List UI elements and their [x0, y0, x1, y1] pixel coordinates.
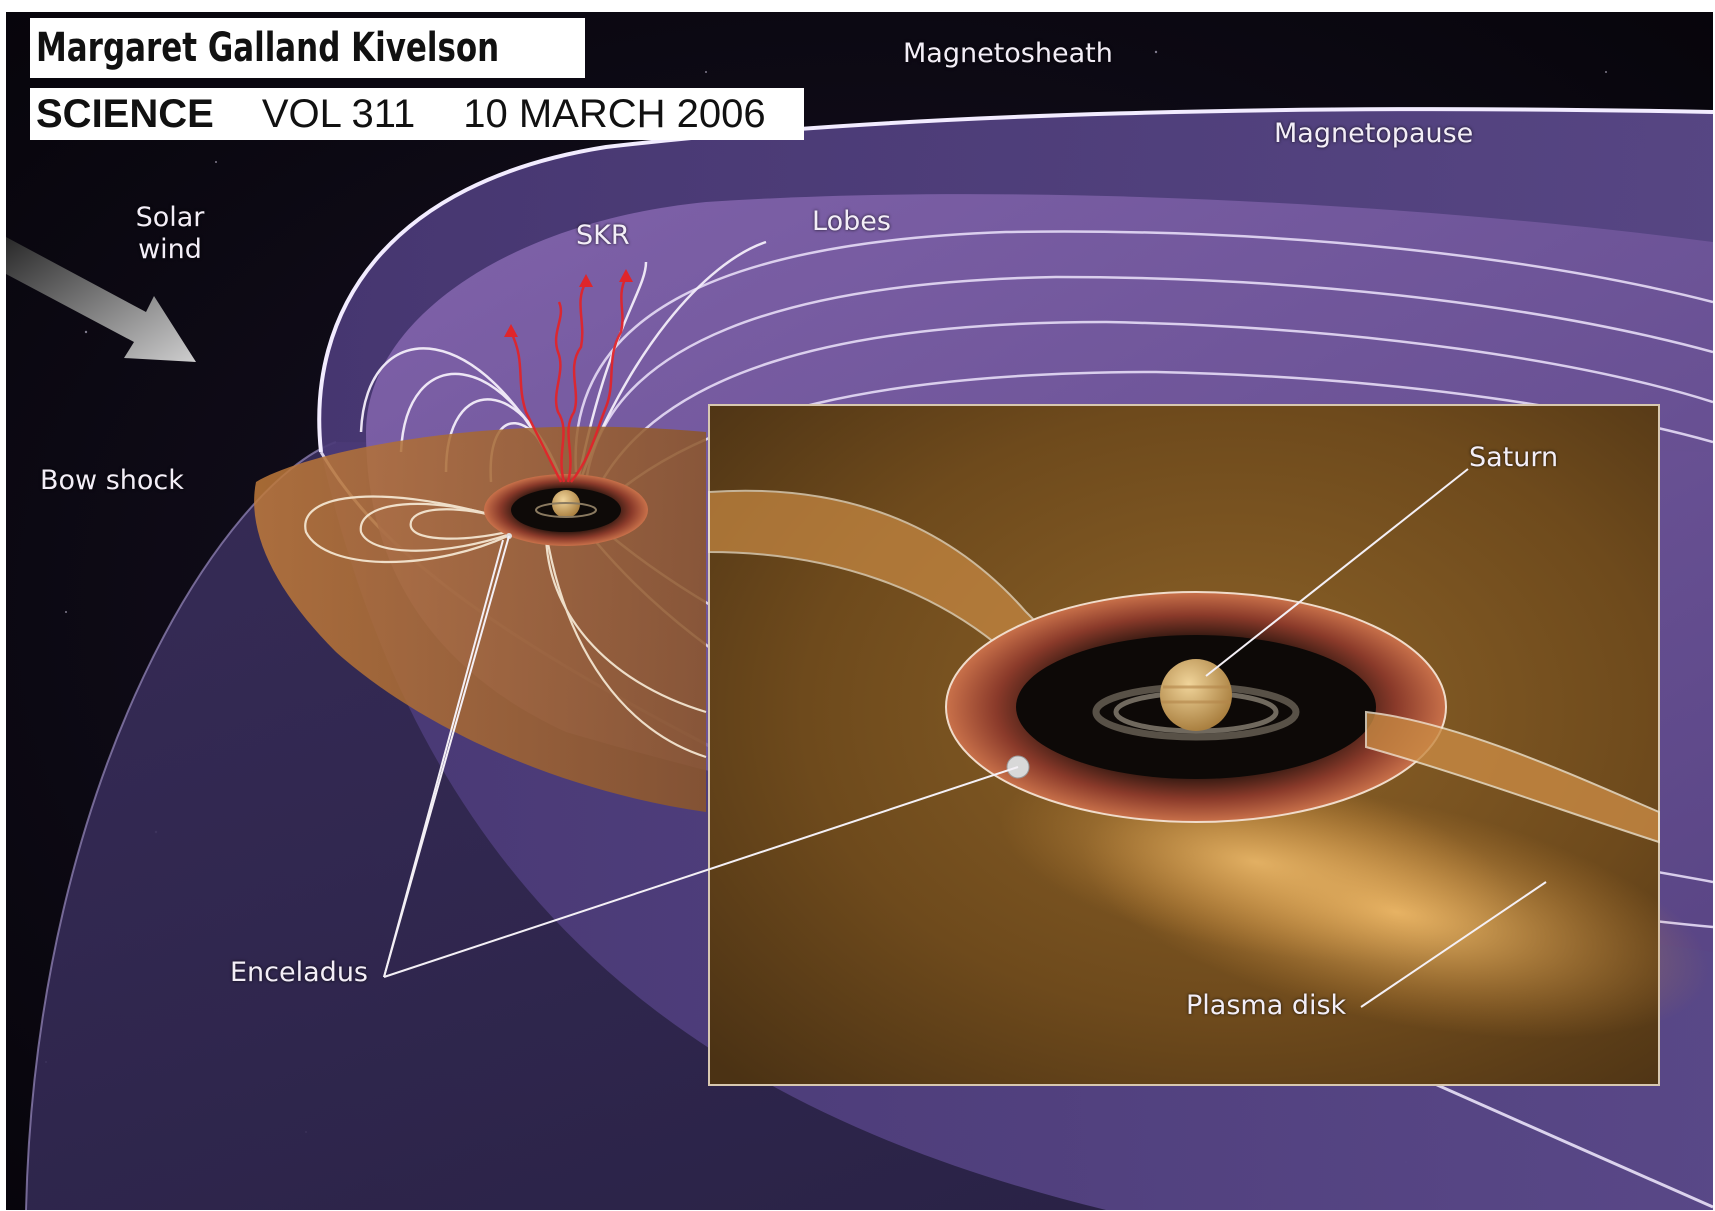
saturn-planet: [1160, 659, 1232, 731]
label-magnetosheath: Magnetosheath: [903, 38, 1113, 69]
label-solar-wind-line1: Solar: [135, 202, 205, 233]
citation-box: SCIENCE VOL 311 10 MARCH 2006: [30, 88, 804, 140]
citation-date: 10 MARCH 2006: [463, 91, 766, 136]
label-enceladus: Enceladus: [230, 957, 368, 988]
label-solar-wind: Solar wind: [120, 202, 220, 267]
label-magnetopause: Magnetopause: [1274, 118, 1474, 149]
author-box: Margaret Galland Kivelson: [30, 18, 585, 78]
saturn-small: [484, 474, 648, 546]
citation-journal: SCIENCE: [36, 91, 214, 136]
plasma-disk-leader: [1360, 881, 1547, 1008]
solar-wind-arrow: [6, 237, 196, 362]
label-lobes: Lobes: [812, 206, 891, 237]
inset-panel: [708, 404, 1710, 1086]
label-bow-shock: Bow shock: [40, 465, 184, 496]
label-plasma-disk: Plasma disk: [1186, 990, 1347, 1021]
magnetosphere-figure: Magnetosheath Magnetopause Solar wind SK…: [6, 12, 1713, 1210]
enceladus-leader-2: [383, 766, 1019, 978]
disk-field-lines: [304, 495, 707, 759]
citation-volume: VOL 311: [261, 91, 416, 136]
label-skr: SKR: [576, 220, 630, 251]
leader-lines: [383, 468, 1547, 1008]
label-solar-wind-line2: wind: [138, 234, 202, 266]
skr-emission: [509, 276, 628, 483]
magnetosphere-diagram: [6, 12, 1713, 1210]
saturn-leader: [1205, 468, 1469, 677]
label-saturn: Saturn: [1469, 442, 1559, 473]
author-name: Margaret Galland Kivelson: [36, 25, 500, 71]
enceladus-leader-3: [383, 539, 504, 978]
skr-arrowheads: [504, 269, 633, 337]
